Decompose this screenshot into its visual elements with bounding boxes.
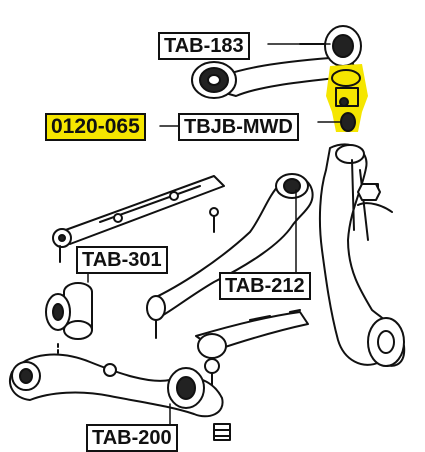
small-bushing [213,423,231,441]
lower-link-arm [195,309,309,387]
label-tab-212: TAB-212 [219,272,311,300]
bushing-301 [45,282,93,359]
nut [357,183,381,201]
label-tbjb-mwd: TBJB-MWD [178,113,299,141]
lower-rear-arm [146,173,314,339]
label-tab-183: TAB-183 [158,32,250,60]
label-tab-301: TAB-301 [76,246,168,274]
label-tab-200: TAB-200 [86,424,178,452]
steering-knuckle [318,143,406,367]
lower-control-arm [9,353,224,418]
ball-joint-highlighted [326,64,368,132]
label-0120-065: 0120-065 [45,113,146,141]
tie-rod [52,175,225,263]
